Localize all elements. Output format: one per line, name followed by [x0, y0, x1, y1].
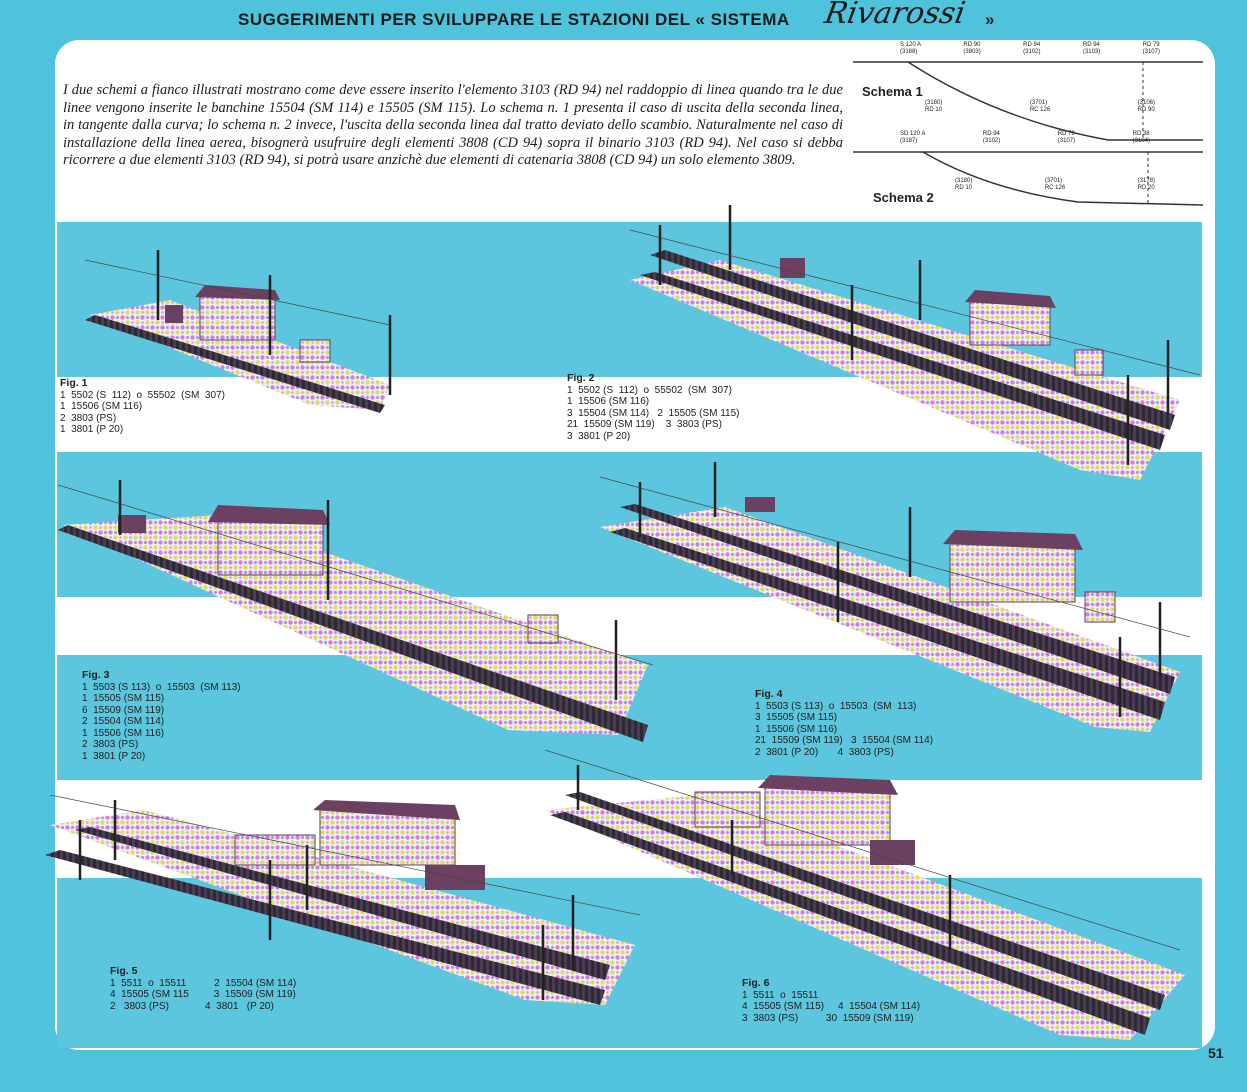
fig-4-line: 1 15506 (SM 116) [755, 723, 838, 735]
fig-3-line: 1 15506 (SM 116) [82, 727, 165, 739]
fig-2-line: 1 5502 (S 112) o 55502 (SM 307) [567, 384, 732, 396]
fig-1-line: 1 3801 (P 20) [60, 424, 124, 435]
schema-label: (3178) RD 20 [1137, 178, 1155, 191]
fig-3-line: 1 15505 (SM 115) [82, 693, 165, 704]
fig-3-caption: Fig. 3 1 5503 (S 113) o 15503 (SM 113) 1… [82, 669, 241, 762]
brand-logo: Rivarossi [821, 0, 968, 31]
fig-4-line: 3 15505 (SM 115) [755, 712, 838, 723]
fig-2-illustration [629, 205, 1201, 480]
schema-1-diagram [853, 61, 1203, 141]
fig-1-title: Fig. 1 [60, 377, 88, 389]
fig-2-line: 21 15509 (SM 119) 3 3803 (PS) [567, 419, 722, 430]
header-title: SUGGERIMENTI PER SVILUPPARE LE STAZIONI … [238, 10, 790, 29]
fig-1-line: 1 15506 (SM 116) [60, 401, 143, 412]
fig-3-line: 2 3803 (PS) [82, 739, 139, 750]
fig-1-caption: Fig. 1 1 5502 (S 112) o 55502 (SM 307) 1… [60, 377, 225, 436]
fig-2-title: Fig. 2 [567, 372, 595, 384]
schema-label: (3701) RC 126 [1044, 178, 1066, 191]
intro-paragraph: I due schemi a fianco illustrati mostran… [63, 82, 843, 168]
schema-2-label: Schema 2 [873, 190, 934, 205]
header-closing: » [985, 10, 995, 29]
fig-5-line: 1 5511 o 15511 2 15504 (SM 114) [110, 977, 297, 989]
schema-2-bottom-labels: (3180) RD 10 (3701) RC 126 (3178) RD 20 [955, 178, 1155, 192]
fig-3-line: 1 3801 (P 20) [82, 750, 146, 762]
schema-label: RD 94 (3103) [1082, 42, 1101, 55]
schema-label: SD 120 A (3187) [900, 131, 926, 144]
schema-diagrams [853, 61, 1204, 206]
fig-6-line: 4 15505 (SM 115) 4 15504 (SM 114) [742, 1001, 921, 1012]
schema-label: (3106) RD 90 [1137, 100, 1155, 113]
fig-6-illustration [544, 750, 1185, 1040]
schema-label: (3180) RD 10 [955, 178, 973, 191]
fig-3-illustration [58, 480, 654, 742]
schema-label: RD 90 (3803) [963, 42, 981, 55]
fig-5-illustration [45, 795, 641, 1005]
fig-3-line: 6 15509 (SM 119) [82, 704, 165, 716]
fig-4-title: Fig. 4 [755, 688, 783, 700]
schema-label: (3180) RD 10 [925, 100, 943, 113]
fig-5-line: 2 3803 (PS) 4 3801 (P 20) [110, 1000, 274, 1012]
schema-label: RD 79 (3107) [1142, 42, 1160, 55]
fig-3-title: Fig. 3 [82, 669, 110, 681]
fig-2-line: 3 3801 (P 20) [567, 430, 631, 442]
fig-4-line: 21 15509 (SM 119) 3 15504 (SM 114) [755, 735, 934, 746]
schema-label: RD 94 (3102) [982, 131, 1001, 144]
fig-6-line: 3 3803 (PS) 30 15509 (SM 119) [742, 1012, 914, 1024]
schema-label: RD 38 (3104) [1132, 131, 1150, 144]
fig-4-line: 1 5503 (S 113) o 15503 (SM 113) [755, 700, 917, 712]
schema-label: RD 79 (3107) [1057, 131, 1076, 144]
fig-2-caption: Fig. 2 1 5502 (S 112) o 55502 (SM 307) 1… [567, 372, 740, 442]
fig-6-caption: Fig. 6 1 5511 o 15511 4 15505 (SM 115) 4… [742, 977, 921, 1024]
fig-1-line: 1 5502 (S 112) o 55502 (SM 307) [60, 389, 225, 401]
fig-1-illustration [84, 250, 392, 413]
fig-2-line: 3 15504 (SM 114) 2 15505 (SM 115) [567, 407, 740, 419]
fig-4-line: 2 3801 (P 20) 4 3803 (PS) [755, 746, 894, 758]
fig-3-line: 2 15504 (SM 114) [82, 716, 165, 727]
page-header: SUGGERIMENTI PER SVILUPPARE LE STAZIONI … [0, 0, 1247, 40]
fig-5-caption: Fig. 5 1 5511 o 15511 2 15504 (SM 114) 4… [110, 965, 297, 1012]
schema-1-top-labels: S 120 A (3188) RD 90 (3803) RD 94 (3102)… [900, 42, 1160, 56]
schema-1-bottom-labels: (3180) RD 10 (3701) RC 126 (3106) RD 90 [925, 100, 1155, 114]
schema-label: (3701) RC 126 [1029, 100, 1051, 113]
schema-1-label: Schema 1 [862, 84, 923, 99]
fig-6-title: Fig. 6 [742, 977, 770, 989]
fig-5-title: Fig. 5 [110, 965, 138, 977]
fig-2-line: 1 15506 (SM 116) [567, 396, 650, 407]
page-number: 51 [1208, 1045, 1224, 1061]
fig-1-line: 2 3803 (PS) [60, 412, 117, 424]
schema-2-diagram [853, 151, 1204, 206]
fig-5-line: 4 15505 (SM 115 3 15509 (SM 119) [110, 989, 296, 1000]
schema-label: S 120 A (3188) [900, 42, 922, 55]
schema-label: RD 94 (3102) [1023, 42, 1041, 55]
schema-2-top-labels: SD 120 A (3187) RD 94 (3102) RD 79 (3107… [900, 131, 1150, 145]
fig-6-line: 1 5511 o 15511 [742, 989, 819, 1001]
fig-4-illustration [599, 462, 1191, 732]
fig-3-line: 1 5503 (S 113) o 15503 (SM 113) [82, 681, 241, 693]
fig-4-caption: Fig. 4 1 5503 (S 113) o 15503 (SM 113) 3… [755, 688, 934, 758]
